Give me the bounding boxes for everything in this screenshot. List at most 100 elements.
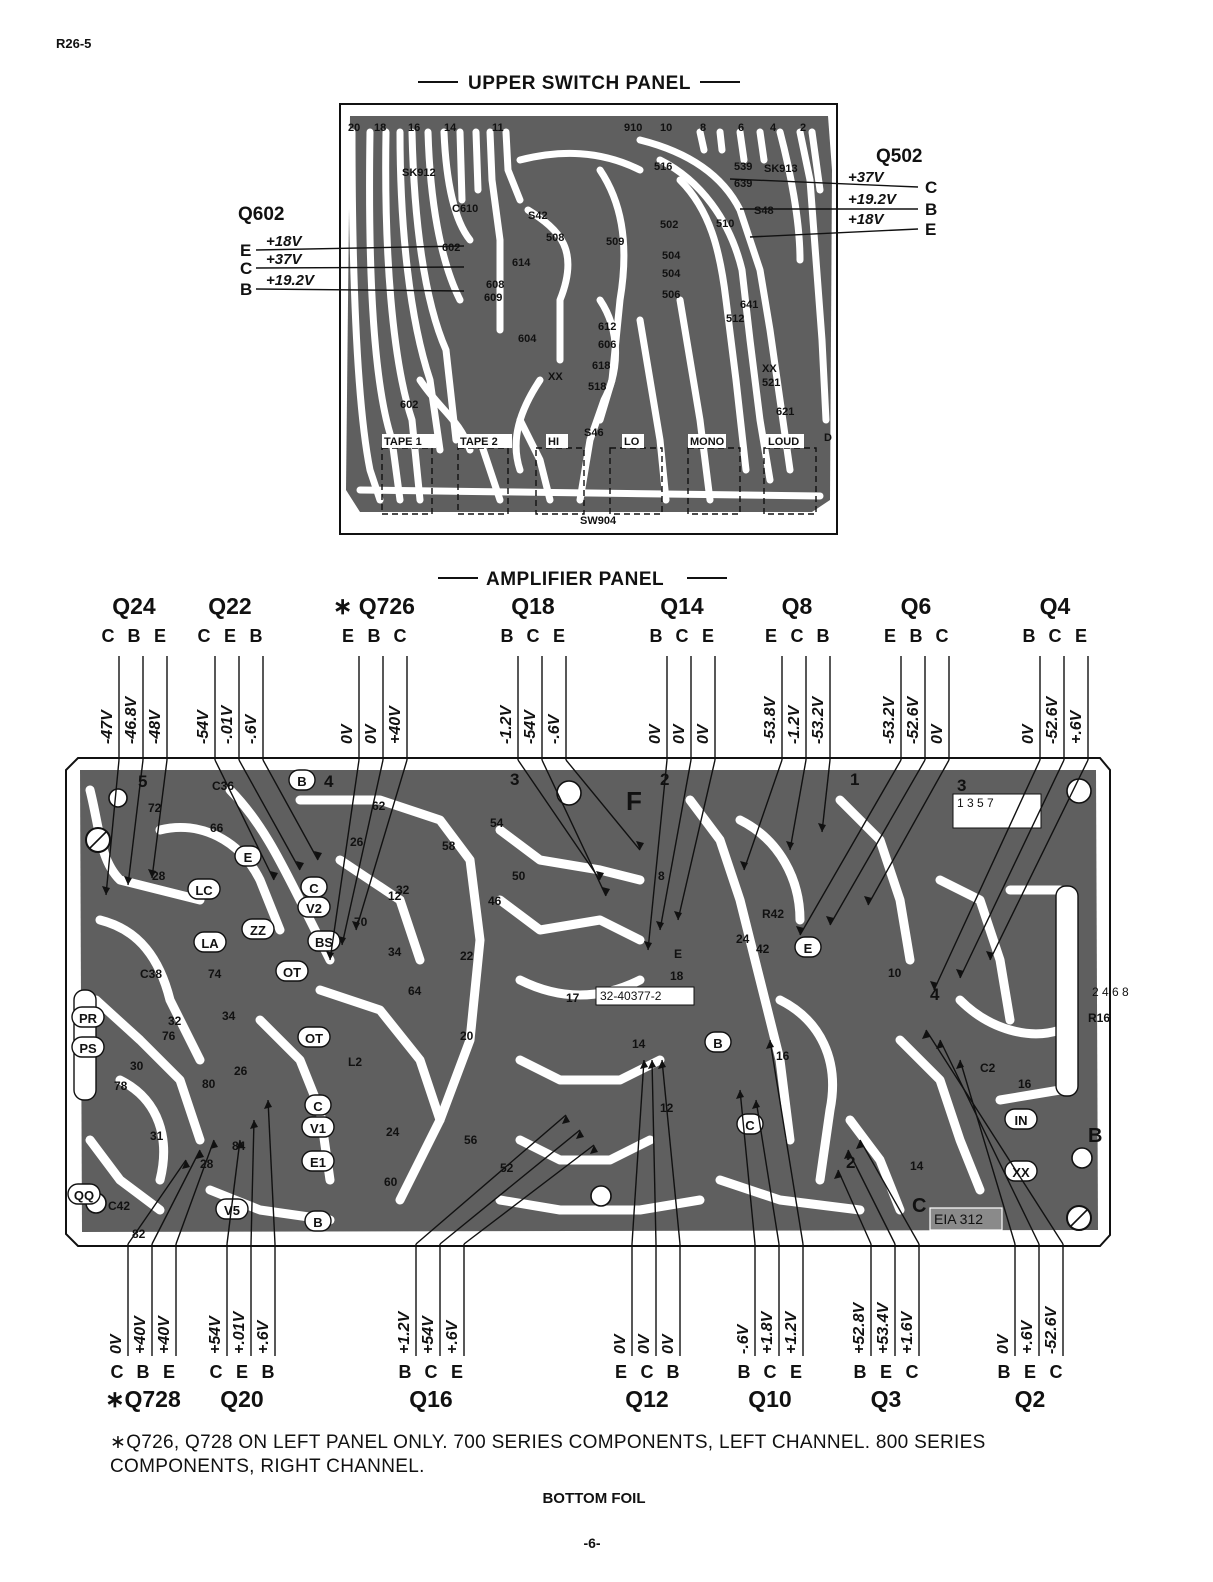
voltage-lead-inner [262, 759, 319, 861]
pin-c: C [102, 626, 115, 646]
amp-label-26: 26 [234, 1064, 248, 1078]
upper-top-pin-14: 14 [444, 122, 457, 134]
arrowhead [124, 876, 132, 885]
voltage-e: -.6V [546, 713, 563, 744]
amp-label-16: 16 [1018, 1077, 1032, 1091]
amp-label-b: B [1088, 1125, 1102, 1147]
amp-label-18: 18 [670, 969, 684, 983]
switch-label-bg [546, 434, 568, 448]
voltage-lead-inner [565, 759, 641, 851]
voltage-e: +1.2V [783, 1310, 800, 1354]
tag-c: C [309, 881, 319, 896]
pin-b: B [137, 1362, 150, 1382]
voltage-e: +.01V [231, 1310, 248, 1354]
voltage-e: 0V [695, 723, 712, 744]
switch-label-bg [622, 434, 644, 448]
amp-label-10: 10 [888, 966, 902, 980]
q502-label: Q502 [876, 146, 922, 167]
pin-c: C [764, 1362, 777, 1382]
upper-label-602: 602 [442, 242, 460, 254]
amp-label-28: 28 [152, 869, 166, 883]
amp-label-30: 30 [130, 1059, 144, 1073]
q602-pin-e: E [240, 241, 251, 260]
switch-label-bg [688, 434, 726, 448]
tag-qq: QQ [74, 1188, 94, 1203]
voltage-c: +1.8V [759, 1310, 776, 1354]
arrowhead [736, 1090, 744, 1099]
transistor-name: Q10 [748, 1386, 791, 1412]
pin-b: B [854, 1362, 867, 1382]
upper-panel-foil [346, 116, 832, 512]
tag-ot-shape [275, 960, 309, 982]
pin-c: C [198, 626, 211, 646]
caption: BOTTOM FOIL [542, 1490, 645, 1507]
voltage-lead-inner [859, 1139, 920, 1245]
upper-top-pin-6: 6 [738, 122, 744, 134]
voltage-lead-inner [821, 759, 831, 833]
amp-label-64: 64 [408, 984, 422, 998]
transistor-name: Q3 [871, 1386, 902, 1412]
arrowhead [338, 936, 346, 945]
voltage-lead-inner [105, 759, 120, 896]
arrowhead [296, 861, 304, 870]
switch-label-tape-2: TAPE 2 [460, 436, 498, 448]
pin-b: B [667, 1362, 680, 1382]
pin-b: B [1023, 626, 1036, 646]
pin-e: E [790, 1362, 802, 1382]
voltage-e: -53.2V [881, 696, 898, 744]
voltage-e: -53.8V [762, 696, 779, 744]
tag-pr-shape [71, 1006, 105, 1028]
upper-label-521: 521 [762, 377, 780, 389]
tag-b-shape [304, 1210, 332, 1232]
voltage-lead-inner [439, 1129, 581, 1245]
voltage-lead-inner [867, 759, 950, 906]
voltage-lead-inner [250, 1119, 255, 1245]
voltage-lead-inner [647, 759, 668, 951]
voltage-c: -47V [99, 709, 116, 744]
pin-b: B [998, 1362, 1011, 1382]
amp-panel-title: AMPLIFIER PANEL [486, 569, 664, 590]
voltage-b: -52.6V [905, 696, 922, 744]
upper-label-518: 518 [588, 381, 606, 393]
voltage-lead-inner [939, 1039, 1040, 1245]
arrowhead [930, 981, 938, 990]
arrowhead [936, 1040, 944, 1049]
amp-label-3: 3 [510, 770, 519, 789]
voltage-e: +.6V [444, 1319, 461, 1354]
upper-label-512: 512 [726, 313, 744, 325]
voltage-lead-inner [355, 759, 408, 931]
voltage-lead-inner [651, 1059, 657, 1245]
amp-top-transistors: Q24C-47VB-46.8VE-48VQ22C-54VE-.01VB-.6V∗… [99, 593, 1089, 991]
amp-label-8: 8 [658, 869, 665, 883]
voltage-b: -53.2V [810, 696, 827, 744]
amp-label-16: 16 [776, 1049, 790, 1063]
upper-label-612: 612 [598, 321, 616, 333]
amp-label-c2: C2 [980, 1061, 996, 1075]
voltage-b: 0V [995, 1333, 1012, 1354]
pin-b: B [738, 1362, 751, 1382]
voltage-e: +53.4V [875, 1302, 892, 1354]
voltage-lead-inner [789, 759, 807, 851]
voltage-c: +1.6V [899, 1310, 916, 1354]
amp-label-46: 46 [488, 894, 502, 908]
amp-label-54: 54 [490, 816, 504, 830]
arrowhead [636, 841, 644, 850]
arrowhead [210, 1140, 218, 1149]
amp-label-f: F [626, 786, 642, 816]
voltage-lead-inner [463, 1144, 595, 1245]
voltage-e: 0V [612, 1333, 629, 1354]
voltage-c: -52.6V [1044, 696, 1061, 744]
voltage-lead-inner [175, 1139, 215, 1245]
arrowhead [640, 1060, 648, 1069]
q602-lead-e [255, 245, 465, 251]
arrowhead [264, 1100, 272, 1109]
voltage-lead-inner [769, 1039, 804, 1245]
voltage-lead-inner [799, 759, 902, 936]
upper-label-639: 639 [734, 178, 752, 190]
q602-pin-b: B [240, 280, 252, 299]
connector-box [952, 793, 1042, 829]
